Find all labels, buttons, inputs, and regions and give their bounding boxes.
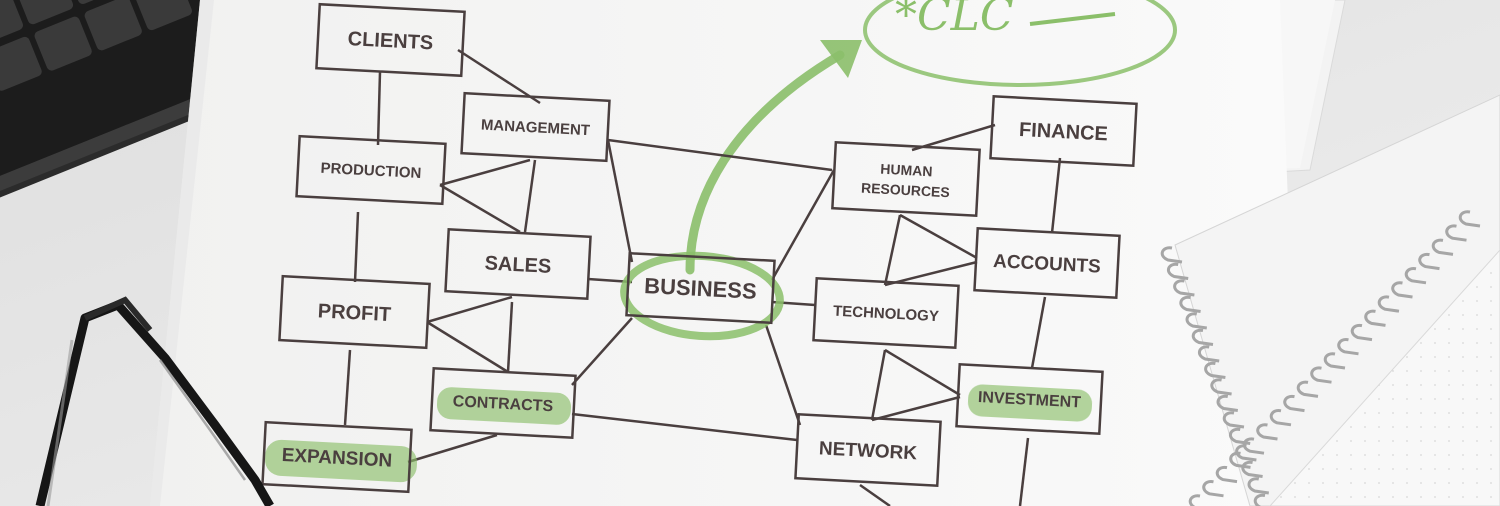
spiral-ring [1256,423,1278,441]
marker-highlights [264,384,1093,483]
diagram-box-label: FINANCE [1018,119,1108,146]
eyeglasses [35,296,274,506]
spiral-ring [1228,427,1251,445]
diagram-box-frame [989,94,1138,168]
spiral-ring [1216,394,1239,412]
spiral-ring [1222,411,1245,429]
spiral-ring [1197,345,1220,363]
diagram-box-sales: SALES [444,228,592,300]
spiral-ring [1188,494,1201,506]
spiral-ring [1247,477,1270,495]
spiral-ring [1166,262,1189,280]
diagram-box-contracts: CONTRACTS [429,367,577,439]
diagram-paper [150,0,1300,506]
diagram-box-label: HUMANRESOURCES [861,160,951,201]
spiral-ring [1323,352,1346,370]
spiral-ring [1377,295,1400,313]
diagram-box-finance: FINANCE [989,94,1138,168]
green-arrow [685,40,862,275]
diagram-box-frame [261,420,413,494]
spiral-ring [1310,366,1332,384]
diagram-box-frame [295,134,447,206]
diagram-box-frame [973,227,1121,299]
spiral-notebook [1160,94,1500,506]
handwritten-note: *CLC [863,0,1177,87]
diagram-box-label: NETWORK [818,438,917,464]
spiral-ring [1242,437,1265,455]
spiral-ring [1253,493,1266,506]
spiral-ring [1404,267,1427,285]
spiral-ring [1173,279,1195,297]
diagram-box-frame [315,2,466,78]
spiral-ring [1204,361,1226,379]
diagram-box-label: PRODUCTION [320,160,422,182]
diagram-box-label: BUSINESS [644,273,758,304]
diagram-box-label: INVESTMENT [977,389,1081,411]
diagram-box-frame [955,362,1104,436]
spiral-ring [1296,380,1319,398]
diagram-connectors [343,48,1062,506]
diagram-box-frame [831,140,981,218]
spiral-ring [1215,465,1238,484]
diagram-box-frame [812,277,960,349]
spiral-ring [1179,295,1201,313]
spiral-ring [1445,224,1467,242]
diagram-box-clients: CLIENTS [315,2,466,78]
spiral-ring [1160,246,1183,264]
diagram-box-production: PRODUCTION [295,134,447,206]
spiral-ring [1431,238,1454,256]
spiral-ring [1458,210,1481,228]
diagram-box-technology: TECHNOLOGY [812,277,960,349]
spiral-ring [1185,312,1208,330]
diagram-box-investment: INVESTMENT [955,362,1104,436]
diagram-boxes: CLIENTS MANAGEMENT PRODUCTION SALES PROFIT CO… [261,2,1138,494]
spiral-ring [1191,328,1214,346]
diagram-box-frame [429,367,577,439]
spiral-ring [1283,394,1305,413]
diagram-box-label: SALES [484,252,552,277]
spiral-ring [1364,309,1386,327]
spiral-ring [1202,480,1224,498]
diagram-box-management: MANAGEMENT [460,91,611,163]
spiral-ring [1418,252,1440,271]
diagram-box-label: TECHNOLOGY [833,303,940,326]
spiral-ring [1210,378,1232,396]
diagram-box-frame [460,91,611,163]
diagram-box-accounts: ACCOUNTS [973,227,1121,299]
spiral-ring [1229,451,1251,469]
diagram-box-business: BUSINESS [625,251,776,325]
spiral-ring [1337,338,1359,356]
diagram-box-frame [278,274,431,350]
diagram-box-label: CLIENTS [347,28,434,54]
spiral-ring [1269,409,1292,427]
diagram-box-frame [625,251,776,325]
diagram-box-label: CONTRACTS [452,393,554,415]
keyboard [0,0,261,208]
diagram-box-label: PROFIT [317,300,391,326]
diagram-box-frame [444,228,592,300]
diagram-box-network: NETWORK [794,413,942,487]
spiral-ring [1350,323,1373,342]
diagram-box-frame [794,413,942,487]
diagram-box-label: MANAGEMENT [480,117,590,140]
spiral-ring [1391,281,1413,299]
handwritten-note-text: *CLC [895,0,1014,41]
diagram-box-human-resources: HUMANRESOURCES [831,140,981,218]
diagram-box-profit: PROFIT [278,274,431,350]
